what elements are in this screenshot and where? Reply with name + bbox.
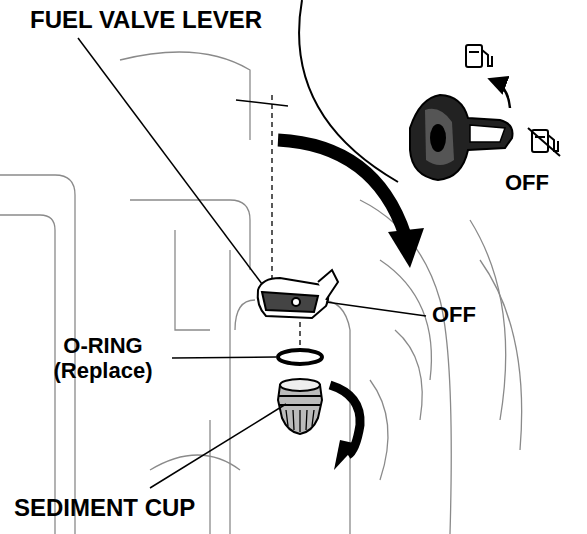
valve-knob — [410, 95, 513, 180]
sediment-cup — [278, 379, 322, 434]
inset-pointer — [236, 100, 288, 106]
part-label: FUEL VALVE LEVER — [30, 6, 262, 34]
axis-line — [271, 95, 272, 282]
part-label: O-RING (Replace) — [40, 333, 166, 384]
unscrew-arrow — [330, 385, 360, 470]
engine-outline — [0, 52, 522, 534]
position-label: OFF — [432, 302, 476, 327]
o-ring — [278, 350, 322, 364]
fuel-off-icon — [528, 128, 560, 156]
leader-line — [78, 38, 426, 488]
rotation-arrow — [278, 140, 424, 268]
fuel-on-icon — [466, 45, 492, 67]
axis-line — [299, 322, 300, 350]
part-label: SEDIMENT CUP — [14, 494, 195, 522]
turn-arrow — [492, 80, 510, 108]
fuel-valve-lever — [258, 270, 338, 318]
position-label: OFF — [505, 170, 549, 195]
